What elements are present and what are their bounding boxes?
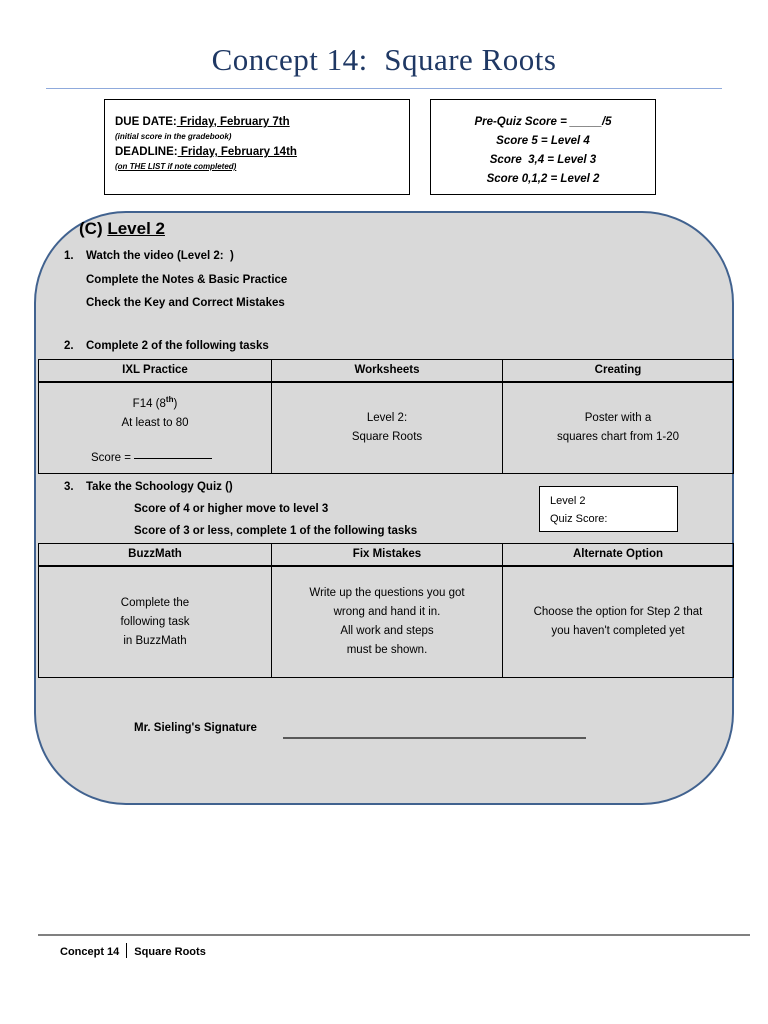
ixl-practice-cell: F14 (8th) At least to 80 Score = [38, 381, 272, 474]
quiz-box-level: Level 2 [550, 495, 586, 507]
footer-topic: Square Roots [134, 946, 206, 958]
step-3-number: 3. [64, 481, 74, 493]
pre-quiz-line: Score 0,1,2 = Level 2 [486, 173, 600, 185]
deadline-line: DEADLINE: Friday, February 14th [115, 144, 409, 160]
table-header-cell: Creating [502, 359, 734, 383]
pre-quiz-score-box: Pre-Quiz Score = _____/5 Score 5 = Level… [430, 99, 656, 195]
worksheets-text: Level 2: Square Roots [351, 412, 423, 443]
table-header-cell: IXL Practice [38, 359, 272, 383]
step-1-number: 1. [64, 250, 74, 262]
buzzmath-text: Complete the following task in BuzzMath [120, 596, 190, 647]
deadline-label: DEADLINE: [115, 146, 178, 158]
step-1-line-2: Complete the Notes & Basic Practice [86, 274, 288, 286]
step-1-line-3: Check the Key and Correct Mistakes [86, 297, 285, 309]
step-3-line-2: Score of 4 or higher move to level 3 [134, 503, 329, 515]
worksheets-cell: Level 2: Square Roots [271, 381, 503, 474]
quiz-box-score-label: Quiz Score: [550, 513, 608, 525]
level-2-quiz-score-box[interactable]: Level 2 Quiz Score: [539, 486, 678, 532]
step-2-number: 2. [64, 340, 74, 352]
creating-text: Poster with a squares chart from 1-20 [556, 412, 680, 443]
table-header-row: IXL Practice Worksheets Creating [38, 359, 734, 383]
table-row: Complete the following task in BuzzMath … [38, 565, 734, 678]
footer: Concept 14 Square Roots [60, 940, 206, 958]
pre-quiz-line: Score 3,4 = Level 3 [489, 154, 597, 166]
title-divider [46, 88, 722, 89]
page-title: Concept 14: Square Roots [211, 42, 557, 77]
deadline-value: Friday, February 14th [177, 146, 297, 158]
due-date-line: DUE DATE: Friday, February 7th [115, 114, 409, 130]
table-header-cell: BuzzMath [38, 543, 272, 567]
signature-label: Mr. Sieling's Signature [134, 722, 257, 734]
table-header-cell: Worksheets [271, 359, 503, 383]
level-heading-prefix: (C) [79, 219, 108, 238]
due-date-value: Friday, February 7th [176, 116, 290, 128]
tasks-table: IXL Practice Worksheets Creating F14 (8t… [38, 359, 734, 474]
ixl-code: F14 (8 [132, 397, 166, 410]
deadline-note: (on THE LIST if note completed) [115, 162, 237, 171]
step-1-line-1: Watch the video (Level 2: ) [86, 250, 234, 262]
table-header-cell: Fix Mistakes [271, 543, 503, 567]
pre-quiz-line: Score 5 = Level 4 [496, 135, 590, 147]
ixl-code-superscript: th [165, 395, 174, 404]
step-3-line-3: Score of 3 or less, complete 1 of the fo… [134, 525, 418, 537]
ixl-score-blank[interactable] [133, 458, 212, 459]
ixl-task-text: F14 (8th) At least to 80 [39, 390, 271, 433]
signature-line[interactable] [283, 737, 586, 739]
fix-mistakes-text: Write up the questions you got wrong and… [309, 587, 465, 656]
step-2-line-1: Complete 2 of the following tasks [86, 340, 269, 352]
pre-quiz-line: Pre-Quiz Score = _____/5 [474, 116, 612, 128]
buzzmath-cell: Complete the following task in BuzzMath [38, 565, 272, 678]
footer-separator [126, 943, 128, 958]
ixl-score-field[interactable]: Score = [91, 449, 212, 468]
creating-cell: Poster with a squares chart from 1-20 [502, 381, 734, 474]
table-header-row: BuzzMath Fix Mistakes Alternate Option [38, 543, 734, 567]
ixl-score-label: Score = [91, 452, 131, 464]
remediation-table: BuzzMath Fix Mistakes Alternate Option C… [38, 543, 734, 678]
due-date-box: DUE DATE: Friday, February 7th (initial … [104, 99, 410, 195]
level-heading: (C) Level 2 [79, 219, 165, 239]
due-date-label: DUE DATE: [115, 116, 177, 128]
alternate-option-text: Choose the option for Step 2 that you ha… [533, 606, 703, 637]
ixl-code-end: ) [173, 397, 178, 410]
footer-divider [38, 934, 750, 936]
fix-mistakes-cell: Write up the questions you got wrong and… [271, 565, 503, 678]
alternate-option-cell: Choose the option for Step 2 that you ha… [502, 565, 734, 678]
ixl-target: At least to 80 [121, 416, 189, 429]
footer-concept: Concept 14 [60, 946, 120, 958]
table-header-cell: Alternate Option [502, 543, 734, 567]
step-3-line-1: Take the Schoology Quiz () [86, 481, 233, 493]
table-row: F14 (8th) At least to 80 Score = Level 2… [38, 381, 734, 474]
due-date-note: (initial score in the gradebook) [115, 132, 232, 141]
level-heading-value: Level 2 [107, 219, 165, 238]
